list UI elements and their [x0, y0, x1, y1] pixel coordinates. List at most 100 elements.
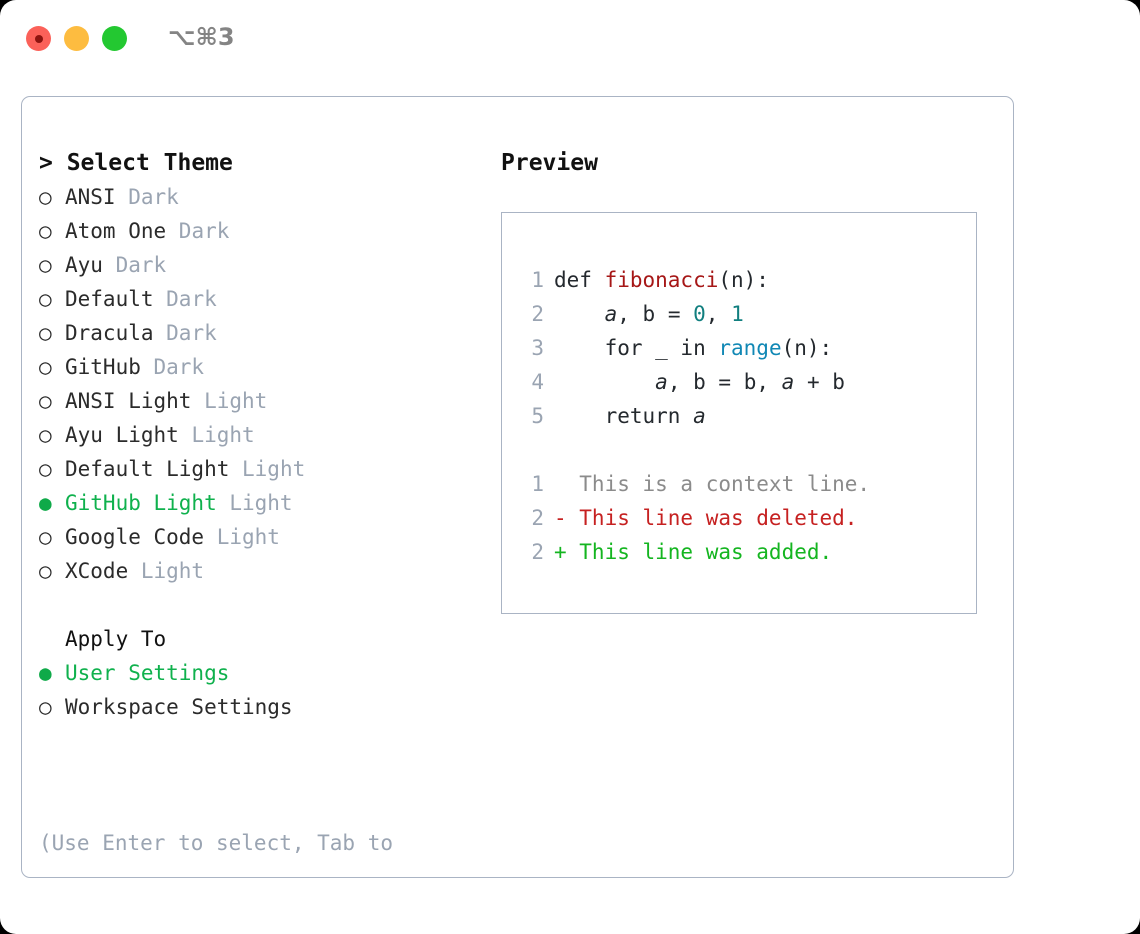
radio-unselected-icon: ○ [39, 219, 52, 243]
theme-option-label: Default [65, 287, 154, 311]
code-token-plain: , [667, 370, 694, 394]
apply-to-heading: Apply To [65, 627, 167, 651]
theme-option-variant: Dark [102, 253, 167, 277]
zoom-window-button[interactable] [102, 26, 127, 51]
code-token-plain: b [743, 370, 757, 394]
title-bar: ⌥⌘3 [0, 0, 1140, 78]
line-number: 2 [531, 302, 544, 326]
code-token-builtin: range [718, 336, 782, 360]
code-token-var: a [781, 370, 795, 394]
apply-to-option-user-settings[interactable]: ●User Settings [39, 656, 494, 690]
theme-option-label: GitHub [65, 355, 141, 379]
code-line: 1 def fibonacci(n): [520, 263, 870, 297]
spacer [39, 724, 494, 758]
code-token-plain: = [705, 370, 744, 394]
code-token-var: a [655, 370, 668, 394]
radio-unselected-icon: ○ [39, 355, 52, 379]
apply-to-option-label: User Settings [65, 661, 230, 685]
spacer [39, 588, 494, 622]
theme-option-github[interactable]: ○ GitHub Dark [39, 350, 494, 384]
theme-option-xcode[interactable]: ○XCode Light [39, 554, 494, 588]
traffic-lights [26, 26, 127, 51]
code-token-func: fibonacci [604, 268, 719, 292]
code-token-plain: b [693, 370, 706, 394]
code-token-var: a [604, 302, 618, 326]
theme-option-ayu[interactable]: ○ Ayu Dark [39, 248, 494, 282]
code-line: 2 a, b = 0, 1 [520, 297, 870, 331]
diff-line-text: - This line was deleted. [554, 506, 858, 530]
code-token-num: 1 [731, 302, 744, 326]
radio-unselected-icon: ○ [39, 185, 52, 209]
theme-selection-column: > Select Theme ○ANSI Dark○Atom One Dark○… [39, 146, 494, 934]
radio-selected-icon: ● [39, 491, 52, 515]
theme-option-label: Ayu Light [65, 423, 179, 447]
select-theme-heading-label: Select Theme [66, 150, 233, 176]
line-number: 3 [531, 336, 544, 360]
radio-unselected-icon: ○ [39, 389, 52, 413]
code-line: 3 for _ in range(n): [520, 331, 870, 365]
code-token-plain: , [705, 302, 732, 326]
diff-line-context: 1 This is a context line. [520, 467, 870, 501]
line-number: 1 [531, 472, 544, 496]
diff-line-text: This is a context line. [554, 472, 871, 496]
theme-option-google-code[interactable]: ○Google Code Light [39, 520, 494, 554]
radio-unselected-icon: ○ [39, 525, 52, 549]
theme-option-default[interactable]: ○Default Dark [39, 282, 494, 316]
code-token-plain: (n): [781, 336, 833, 360]
diff-line-add: 2+ This line was added. [520, 535, 870, 569]
close-window-button[interactable] [26, 26, 51, 51]
line-number: 4 [531, 370, 544, 394]
code-token-plain: return [554, 404, 694, 428]
code-token-plain: b [642, 302, 656, 326]
radio-unselected-icon: ○ [39, 695, 52, 719]
theme-option-variant: Light [204, 525, 280, 549]
apply-to-option-label: Workspace Settings [65, 695, 293, 719]
keyboard-shortcut-label: ⌥⌘3 [168, 23, 235, 51]
code-token-num: 0 [693, 302, 706, 326]
radio-unselected-icon: ○ [39, 287, 52, 311]
spacer [520, 433, 870, 467]
line-number: 1 [531, 268, 544, 292]
theme-option-default-light[interactable]: ○ Default Light Light [39, 452, 494, 486]
theme-option-variant: Dark [166, 219, 230, 243]
code-token-plain: = [655, 302, 694, 326]
caret-marker: > [39, 150, 67, 176]
code-token-plain: def [554, 268, 605, 292]
theme-option-variant: Dark [115, 185, 179, 209]
radio-unselected-icon: ○ [39, 457, 52, 481]
theme-option-ansi-light[interactable]: ○ANSI Light Light [39, 384, 494, 418]
keyboard-hint: (Use Enter to select, Tab to change focu… [39, 758, 459, 934]
theme-option-label: XCode [65, 559, 129, 583]
radio-unselected-icon: ○ [39, 253, 52, 277]
code-token-plain: (n): [718, 268, 769, 292]
main-panel: > Select Theme ○ANSI Dark○Atom One Dark○… [21, 96, 1014, 934]
code-token-plain [554, 302, 605, 326]
code-token-plain: + [794, 370, 833, 394]
theme-option-variant: Dark [140, 355, 205, 379]
theme-option-atom-one[interactable]: ○ Atom One Dark [39, 214, 494, 248]
theme-option-label: Atom One [65, 219, 167, 243]
code-token-plain: for _ in [554, 336, 719, 360]
theme-option-label: Default Light [65, 457, 230, 481]
keyboard-hint-line-2: change focus) [39, 928, 459, 934]
diff-line-del: 2- This line was deleted. [520, 501, 870, 535]
code-line: 5 return a [520, 399, 870, 433]
theme-option-ansi[interactable]: ○ANSI Dark [39, 180, 494, 214]
minimize-window-button[interactable] [64, 26, 89, 51]
apply-to-option-workspace-settings[interactable]: ○ Workspace Settings [39, 690, 494, 724]
code-token-plain: b [832, 370, 845, 394]
theme-option-label: GitHub Light [65, 491, 217, 515]
theme-option-ayu-light[interactable]: ○Ayu Light Light [39, 418, 494, 452]
theme-option-variant: Light [216, 491, 293, 515]
theme-option-dracula[interactable]: ○Dracula Dark [39, 316, 494, 350]
theme-option-variant: Light [229, 457, 306, 481]
theme-option-github-light[interactable]: ● GitHub Light Light [39, 486, 494, 520]
keyboard-hint-line-1: (Use Enter to select, Tab to [39, 831, 394, 855]
theme-option-label: Ayu [65, 253, 103, 277]
radio-unselected-icon: ○ [39, 423, 52, 447]
